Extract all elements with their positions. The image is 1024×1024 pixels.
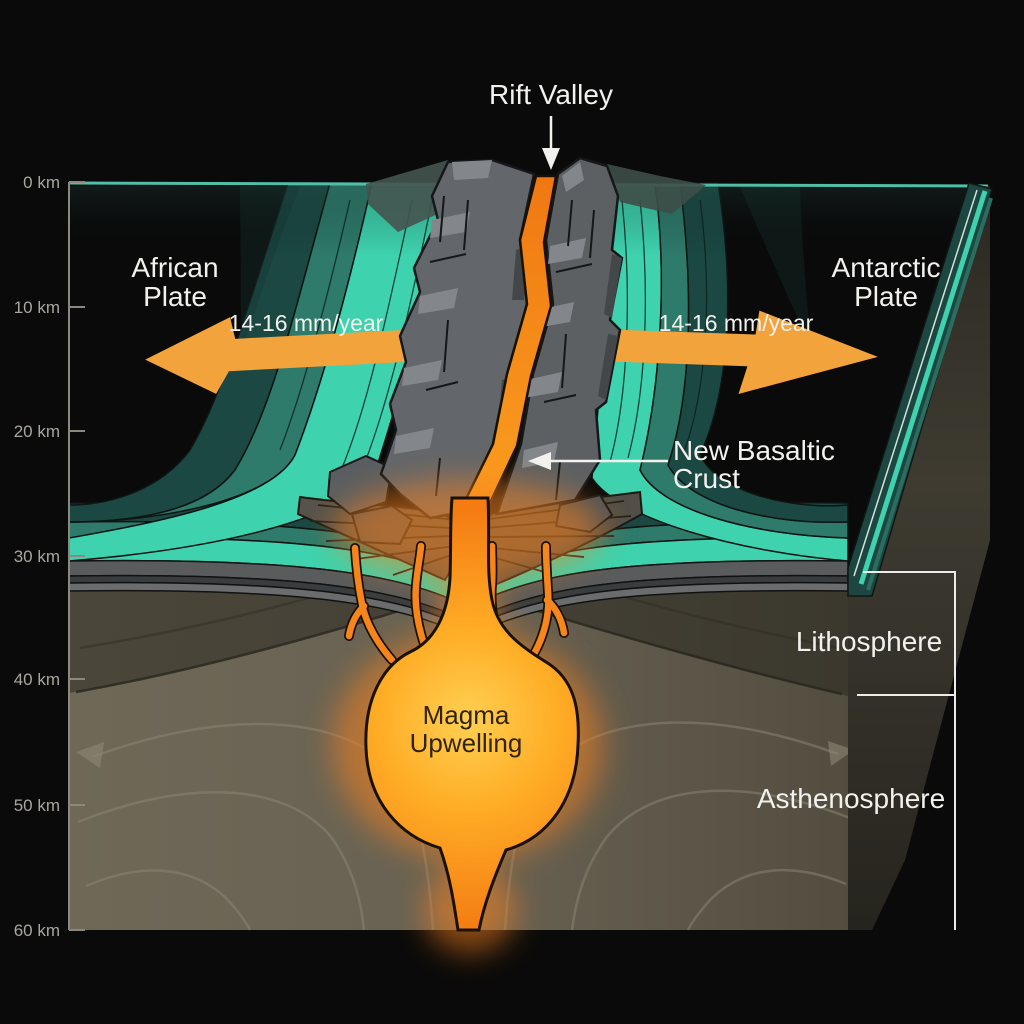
magma-chamber (364, 496, 580, 932)
magma-upwelling-label-line1: Magma (423, 700, 510, 730)
convection-arrowhead-right-icon (828, 741, 854, 766)
depth-tick-label-40: 40 km (14, 670, 60, 689)
depth-tick-label-30: 30 km (14, 547, 60, 566)
convection-arrowhead-left-icon (76, 742, 104, 768)
spreading-arrows (145, 310, 878, 394)
depth-axis-ticks (69, 181, 85, 931)
african-plate-label-line2: Plate (143, 281, 207, 312)
spreading-rate-right-label: 14-16 mm/year (659, 310, 814, 336)
rift-valley-arrowhead-icon (542, 148, 560, 170)
magma-upwelling-label-line2: Upwelling (410, 728, 523, 758)
block-side-faces (847, 182, 993, 930)
magma-veins (344, 541, 569, 665)
depth-tick-label-60: 60 km (14, 921, 60, 940)
left-spreading-arrow (145, 317, 471, 394)
right-flank-facet (607, 164, 706, 214)
annotations: Rift Valley African Plate 14-16 mm/year … (131, 79, 945, 814)
spreading-rate-left-label: 14-16 mm/year (229, 310, 384, 336)
new-basaltic-crust-label-line1: New Basaltic (673, 435, 835, 466)
antarctic-plate-label-line1: Antarctic (832, 252, 941, 283)
lithosphere-label: Lithosphere (796, 626, 942, 657)
new-basaltic-crust-label-line2: Crust (673, 463, 740, 494)
rift-valley-label: Rift Valley (489, 79, 613, 110)
right-spreading-arrow (559, 310, 878, 394)
new-basaltic-crust-arrowhead-icon (528, 452, 551, 470)
layer-bracket (857, 571, 956, 930)
lithosphere-mantle-band (69, 587, 848, 696)
antarctic-plate-label-line2: Plate (854, 281, 918, 312)
depth-axis: 0 km 10 km 20 km 30 km 40 km 50 km 60 km (14, 173, 85, 940)
depth-tick-label-10: 10 km (14, 298, 60, 317)
rift-valley-arrow (542, 116, 560, 170)
depth-tick-label-0: 0 km (23, 173, 60, 192)
asthenosphere-label: Asthenosphere (757, 783, 945, 814)
left-flank-facet (366, 160, 448, 232)
block-light-facets (394, 160, 586, 468)
depth-tick-label-50: 50 km (14, 796, 60, 815)
new-basaltic-crust-arrow (528, 452, 668, 470)
african-plate-label-line1: African (131, 252, 218, 283)
depth-tick-label-20: 20 km (14, 422, 60, 441)
magma-system (333, 174, 603, 952)
side-face-layer-stripes (853, 189, 993, 591)
mantle-side-face (848, 186, 990, 930)
